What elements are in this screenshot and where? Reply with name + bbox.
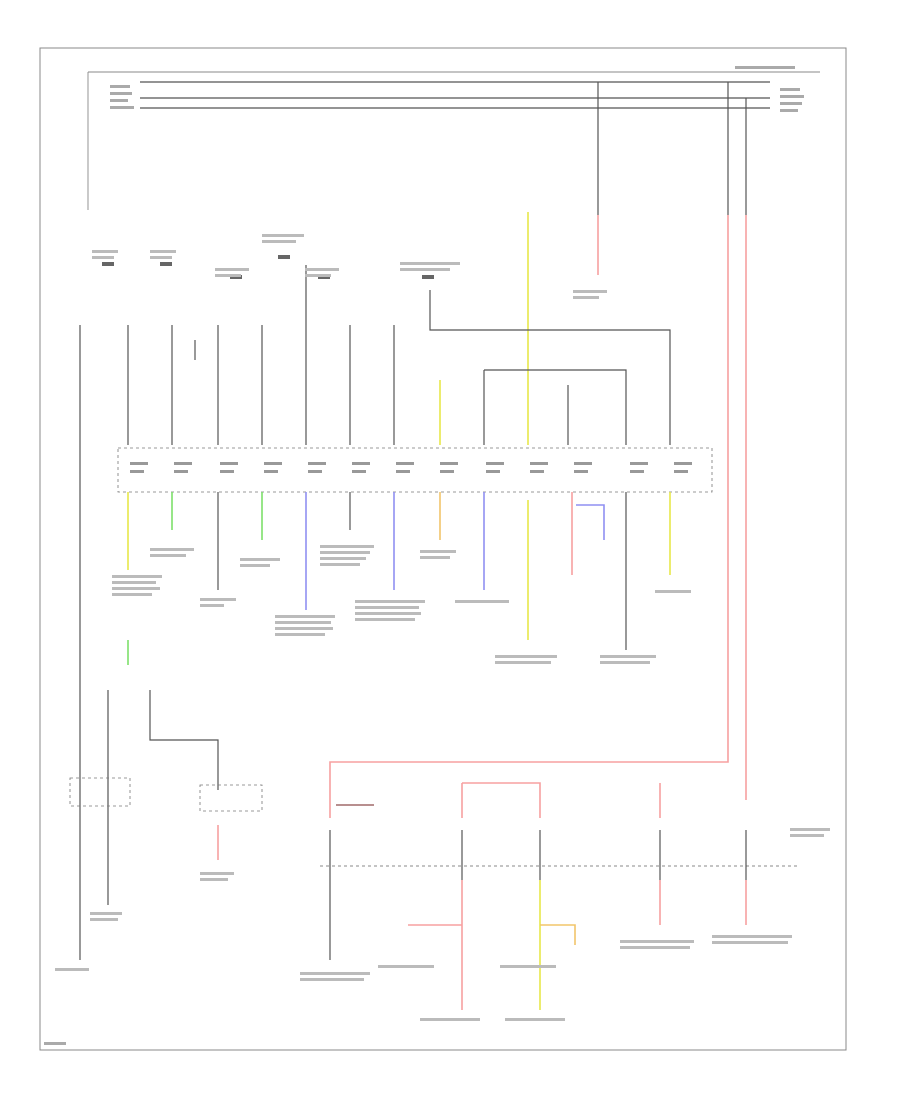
diagram-id-placeholder xyxy=(44,1042,66,1045)
red-feed-wires xyxy=(329,215,747,800)
lower-left-wires xyxy=(69,640,263,905)
top-bus xyxy=(87,71,820,215)
upper-black-wires xyxy=(79,265,671,960)
diagram-frame xyxy=(39,47,847,1051)
module-label-placeholders xyxy=(55,234,830,1021)
top-label-placeholders xyxy=(110,66,804,112)
main-fuse-box xyxy=(117,447,713,493)
fuse-row xyxy=(130,462,692,473)
lower-output-wires xyxy=(408,880,747,1010)
fuse-output-wires xyxy=(127,492,671,650)
lower-fuse-row xyxy=(320,782,800,960)
